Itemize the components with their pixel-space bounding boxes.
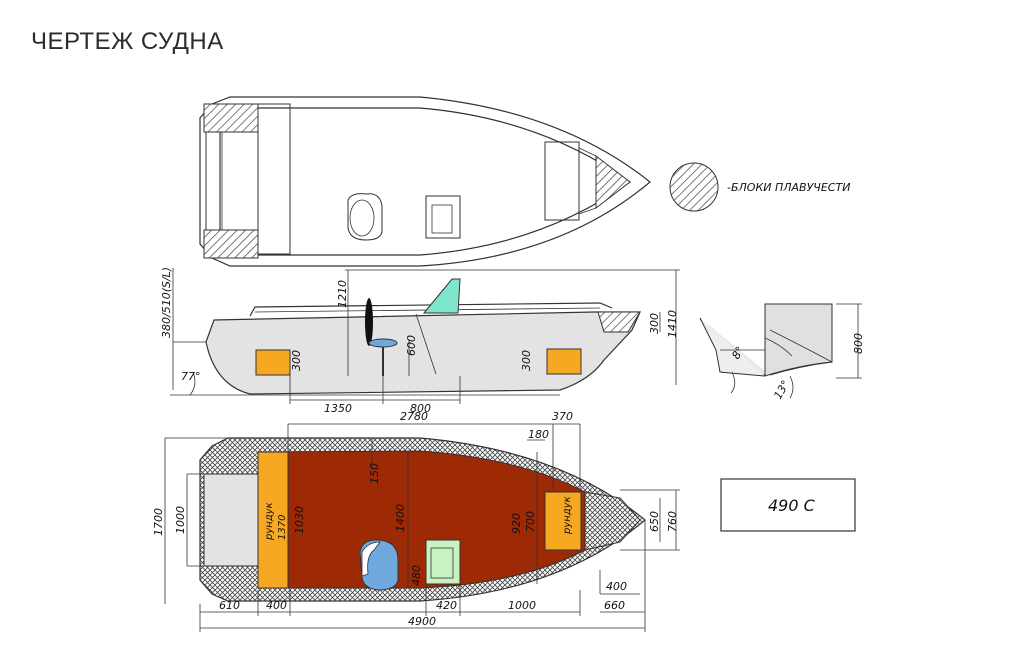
dim-800-transom: 800 xyxy=(852,333,865,354)
dim-380: 380/510(S/L) xyxy=(160,267,173,338)
dim-660: 660 xyxy=(604,599,625,612)
side-rail xyxy=(249,302,613,317)
top-front-bench xyxy=(544,141,580,221)
dim-1210: 1210 xyxy=(336,280,349,308)
dim-1000-b: 1000 xyxy=(508,599,536,612)
dim-700: 700 xyxy=(524,511,537,532)
dim-400-bow: 400 xyxy=(606,580,627,593)
plan-transom-well xyxy=(203,473,259,567)
chest-label-right: рундук xyxy=(562,496,573,535)
dim-420: 420 xyxy=(436,599,457,612)
side-view: 380/510(S/L) 1210 600 300 300 300 1410 1… xyxy=(160,267,680,415)
legend-label: -БЛОКИ ПЛАВУЧЕСТИ xyxy=(727,181,850,194)
top-rear-bench xyxy=(257,103,291,255)
chest-label-left: рундук xyxy=(264,502,275,541)
dim-77deg: 77° xyxy=(181,370,201,383)
side-windshield xyxy=(422,278,461,314)
dim-300-bow: 300 xyxy=(648,313,661,334)
plan-chest-front xyxy=(544,491,582,551)
dim-370: 370 xyxy=(552,410,573,423)
side-seat-back xyxy=(365,298,373,346)
side-chest-rear xyxy=(255,349,291,376)
side-hull xyxy=(205,311,641,395)
dim-1370: 1370 xyxy=(277,515,288,540)
top-console xyxy=(425,195,461,239)
dim-1700: 1700 xyxy=(152,508,165,536)
dim-300-rear: 300 xyxy=(290,350,303,371)
model-box: 490 C xyxy=(720,478,856,532)
top-hull-outline xyxy=(199,96,651,267)
model-box-frame xyxy=(720,478,856,532)
dim-8deg: 8° xyxy=(729,344,747,361)
top-seat xyxy=(347,193,383,241)
transom-view: 800 8° 13° xyxy=(699,303,865,402)
dim-300-front: 300 xyxy=(520,350,533,371)
side-chest-front xyxy=(546,348,582,375)
dim-1410: 1410 xyxy=(666,310,679,338)
side-bow-block xyxy=(597,311,641,333)
dim-4900: 4900 xyxy=(408,615,436,628)
dim-920: 920 xyxy=(510,513,523,534)
side-seat-cushion xyxy=(368,338,398,348)
dim-650: 650 xyxy=(648,511,661,532)
dim-1400: 1400 xyxy=(394,504,407,532)
dim-610: 610 xyxy=(219,599,240,612)
dim-180: 180 xyxy=(528,428,549,441)
dim-1350: 1350 xyxy=(324,402,352,415)
dim-150: 150 xyxy=(368,463,381,484)
model-label: 490 C xyxy=(768,496,816,515)
dim-400: 400 xyxy=(266,599,287,612)
legend-buoyancy-swatch xyxy=(669,162,719,212)
plan-view: 2780 370 180 150 1400 920 700 1030 1370 … xyxy=(152,410,680,632)
plan-chest-rear xyxy=(257,451,289,589)
dim-600: 600 xyxy=(405,335,418,356)
dim-13deg: 13° xyxy=(771,378,792,401)
dim-760: 760 xyxy=(666,511,679,532)
plan-bow-block xyxy=(584,491,641,551)
top-rear-block-upper xyxy=(203,103,259,133)
page-title: ЧЕРТЕЖ СУДНА xyxy=(31,28,224,55)
plan-console xyxy=(425,539,461,585)
dim-1030: 1030 xyxy=(293,506,306,534)
dim-480: 480 xyxy=(410,565,423,586)
top-bow-block xyxy=(595,154,631,210)
top-rear-block-lower xyxy=(203,229,259,259)
dim-2780: 2780 xyxy=(400,410,428,423)
top-view xyxy=(199,96,651,267)
dim-800: 800 xyxy=(410,402,431,415)
legend: -БЛОКИ ПЛАВУЧЕСТИ xyxy=(669,162,850,212)
top-transom-well xyxy=(205,131,259,231)
dim-1000: 1000 xyxy=(174,506,187,534)
